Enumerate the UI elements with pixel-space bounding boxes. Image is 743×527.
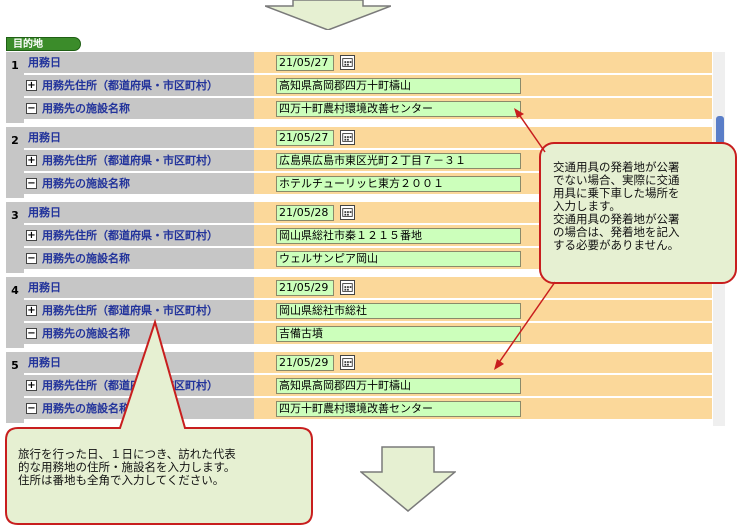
facility-input[interactable]: 四万十町農村環境改善センター bbox=[276, 101, 521, 117]
date-input[interactable]: 21/05/27 bbox=[276, 55, 334, 71]
address-input[interactable]: 岡山県総社市秦１２１５番地 bbox=[276, 228, 521, 244]
callout-line: する必要がありません。 bbox=[553, 238, 680, 252]
callout-line: 用具に乗下車した場所を bbox=[553, 186, 680, 200]
calendar-icon[interactable] bbox=[340, 130, 355, 145]
address-input[interactable]: 高知県高岡郡四万十町檮山 bbox=[276, 378, 521, 394]
address-label: + 用務先住所（都道府県・市区町村） bbox=[24, 300, 254, 322]
facility-row: − 用務先の施設名称 四万十町農村環境改善センター bbox=[24, 398, 712, 420]
date-label: 用務日 bbox=[24, 202, 254, 224]
date-value-cell: 21/05/29 bbox=[254, 352, 712, 374]
date-value-cell: 21/05/27 bbox=[254, 127, 712, 149]
callout-line: 入力します。 bbox=[553, 199, 621, 213]
facility-input[interactable]: ホテルチューリッヒ東方２００１ bbox=[276, 176, 521, 192]
record-number: 4 bbox=[6, 277, 24, 348]
facility-row: − 用務先の施設名称 吉備古墳 bbox=[24, 323, 712, 345]
minus-icon[interactable]: − bbox=[26, 328, 37, 339]
facility-input[interactable]: 四万十町農村環境改善センター bbox=[276, 401, 521, 417]
date-input[interactable]: 21/05/29 bbox=[276, 280, 334, 296]
date-label: 用務日 bbox=[24, 52, 254, 74]
section-title: 目的地 bbox=[6, 37, 81, 51]
address-label: + 用務先住所（都道府県・市区町村） bbox=[24, 375, 254, 397]
record-number: 1 bbox=[6, 52, 24, 123]
address-input[interactable]: 岡山県総社市総社 bbox=[276, 303, 521, 319]
facility-value-cell: 吉備古墳 bbox=[254, 323, 712, 345]
plus-icon[interactable]: + bbox=[26, 155, 37, 166]
facility-input[interactable]: 吉備古墳 bbox=[276, 326, 521, 342]
address-label: + 用務先住所（都道府県・市区町村） bbox=[24, 75, 254, 97]
address-row: + 用務先住所（都道府県・市区町村） 高知県高岡郡四万十町檮山 bbox=[24, 75, 712, 97]
destination-record: 5 用務日 21/05/29 + 用務先住所（都道府県・市区町村） 高知県高岡郡… bbox=[6, 352, 712, 423]
down-arrow-top-icon bbox=[265, 0, 391, 30]
address-row: + 用務先住所（都道府県・市区町村） 高知県高岡郡四万十町檮山 bbox=[24, 375, 712, 397]
facility-value-cell: 四万十町農村環境改善センター bbox=[254, 98, 712, 120]
address-input[interactable]: 広島県広島市東区光町２丁目７－３１ bbox=[276, 153, 521, 169]
address-label: + 用務先住所（都道府県・市区町村） bbox=[24, 150, 254, 172]
address-value-cell: 岡山県総社市総社 bbox=[254, 300, 712, 322]
record-number: 3 bbox=[6, 202, 24, 273]
callout-line: 住所は番地も全角で入力してください。 bbox=[18, 473, 225, 487]
date-row: 用務日 21/05/27 bbox=[24, 52, 712, 74]
address-value-cell: 高知県高岡郡四万十町檮山 bbox=[254, 75, 712, 97]
date-label: 用務日 bbox=[24, 127, 254, 149]
facility-label: − 用務先の施設名称 bbox=[24, 173, 254, 195]
date-row: 用務日 21/05/29 bbox=[24, 352, 712, 374]
facility-label: − 用務先の施設名称 bbox=[24, 248, 254, 270]
minus-icon[interactable]: − bbox=[26, 403, 37, 414]
calendar-icon[interactable] bbox=[340, 355, 355, 370]
address-input[interactable]: 高知県高岡郡四万十町檮山 bbox=[276, 78, 521, 94]
calendar-icon[interactable] bbox=[340, 280, 355, 295]
facility-label: − 用務先の施設名称 bbox=[24, 98, 254, 120]
address-value-cell: 高知県高岡郡四万十町檮山 bbox=[254, 375, 712, 397]
callout-line: 的な用務地の住所・施設名を入力します。 bbox=[18, 460, 236, 474]
down-arrow-bottom-icon bbox=[360, 446, 456, 512]
calendar-icon[interactable] bbox=[340, 205, 355, 220]
minus-icon[interactable]: − bbox=[26, 103, 37, 114]
date-row: 用務日 21/05/27 bbox=[24, 127, 712, 149]
facility-label: − 用務先の施設名称 bbox=[24, 398, 254, 420]
date-input[interactable]: 21/05/28 bbox=[276, 205, 334, 221]
calendar-icon[interactable] bbox=[340, 55, 355, 70]
date-input[interactable]: 21/05/27 bbox=[276, 130, 334, 146]
callout-left-text: 旅行を行った日、１日につき、訪れた代表 的な用務地の住所・施設名を入力します。 … bbox=[18, 448, 303, 487]
date-row: 用務日 21/05/29 bbox=[24, 277, 712, 299]
date-label: 用務日 bbox=[24, 352, 254, 374]
record-number: 2 bbox=[6, 127, 24, 198]
destination-record: 1 用務日 21/05/27 + 用務先住所（都道府県・市区町村） 高知県高岡郡… bbox=[6, 52, 712, 123]
date-input[interactable]: 21/05/29 bbox=[276, 355, 334, 371]
facility-row: − 用務先の施設名称 四万十町農村環境改善センター bbox=[24, 98, 712, 120]
facility-value-cell: 四万十町農村環境改善センター bbox=[254, 398, 712, 420]
callout-line: 交通用具の発着地が公署 bbox=[553, 160, 680, 174]
date-value-cell: 21/05/27 bbox=[254, 52, 712, 74]
facility-label: − 用務先の施設名称 bbox=[24, 323, 254, 345]
callout-line: でない場合、実際に交通 bbox=[553, 173, 680, 187]
minus-icon[interactable]: − bbox=[26, 178, 37, 189]
facility-input[interactable]: ウェルサンピア岡山 bbox=[276, 251, 521, 267]
callout-right-text: 交通用具の発着地が公署 でない場合、実際に交通 用具に乗下車した場所を 入力しま… bbox=[553, 161, 723, 252]
date-value-cell: 21/05/29 bbox=[254, 277, 712, 299]
plus-icon[interactable]: + bbox=[26, 80, 37, 91]
plus-icon[interactable]: + bbox=[26, 230, 37, 241]
record-number: 5 bbox=[6, 352, 24, 423]
address-label: + 用務先住所（都道府県・市区町村） bbox=[24, 225, 254, 247]
date-label: 用務日 bbox=[24, 277, 254, 299]
destination-record: 4 用務日 21/05/29 + 用務先住所（都道府県・市区町村） 岡山県総社市… bbox=[6, 277, 712, 348]
callout-line: の場合は、発着地を記入 bbox=[553, 225, 680, 239]
minus-icon[interactable]: − bbox=[26, 253, 37, 264]
callout-line: 交通用具の発着地が公署 bbox=[553, 212, 680, 226]
callout-line: 旅行を行った日、１日につき、訪れた代表 bbox=[18, 447, 236, 461]
address-row: + 用務先住所（都道府県・市区町村） 岡山県総社市総社 bbox=[24, 300, 712, 322]
plus-icon[interactable]: + bbox=[26, 380, 37, 391]
plus-icon[interactable]: + bbox=[26, 305, 37, 316]
